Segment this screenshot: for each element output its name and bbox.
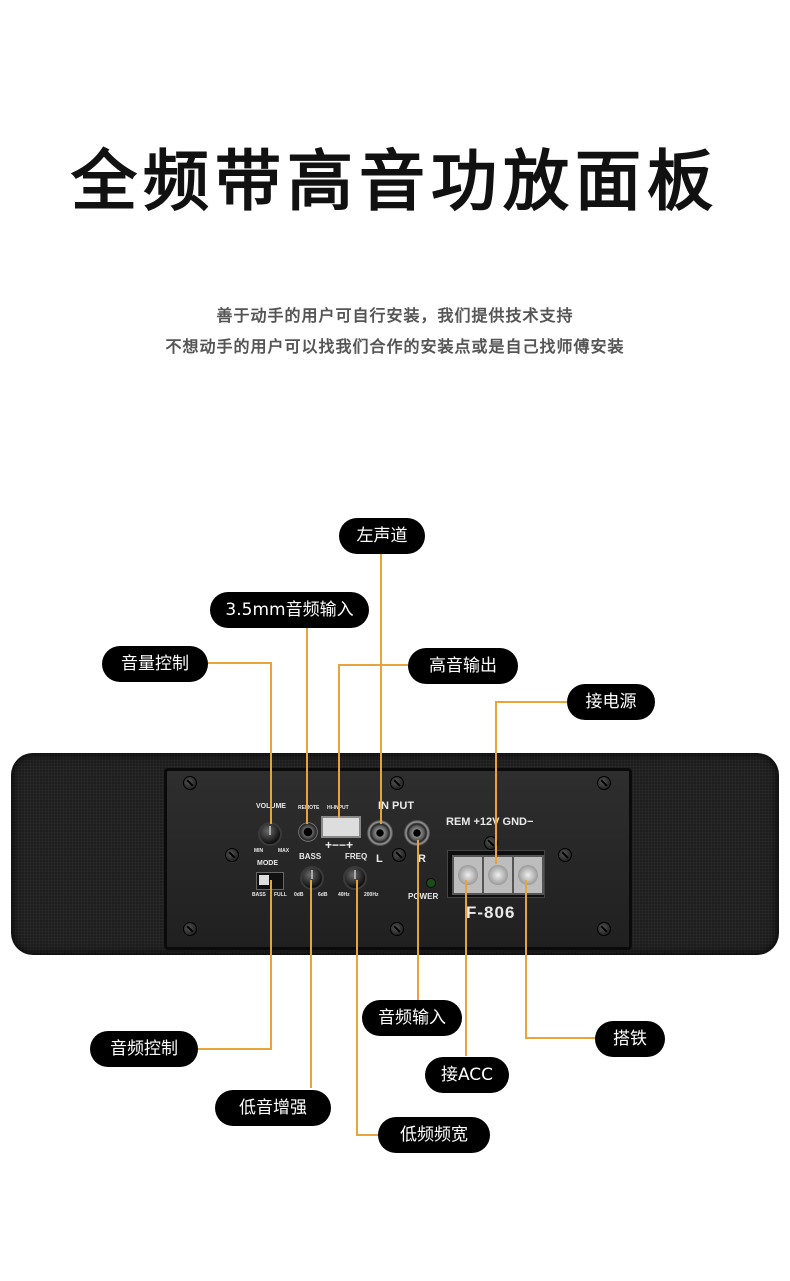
leader-line [206, 662, 271, 664]
callout-acc: 接ACC [425, 1057, 509, 1093]
hi-input-connector[interactable] [321, 816, 361, 838]
mode-label: MODE [257, 860, 278, 867]
volume-min-label: MIN [254, 848, 264, 854]
callout-audio-input: 音频输入 [362, 1000, 462, 1036]
callout-bass-bandwidth: 低频频宽 [378, 1117, 490, 1153]
screw-icon [183, 776, 197, 790]
bass-boost-knob[interactable] [300, 866, 324, 890]
leader-line [525, 880, 527, 1039]
leader-line [356, 880, 358, 1136]
screw-icon [390, 922, 404, 936]
leader-line [338, 664, 340, 818]
volume-knob[interactable] [258, 822, 282, 846]
freq-label: FREQ [345, 852, 368, 861]
leader-line [495, 701, 497, 864]
freq-max-label: 200Hz [364, 892, 379, 898]
aux-input-jack[interactable] [298, 822, 318, 842]
screw-icon [558, 848, 572, 862]
leader-line [356, 1134, 380, 1136]
power-terminal[interactable] [482, 855, 514, 895]
mode-bass-label: BASS [252, 892, 266, 898]
rem-terminal[interactable] [452, 855, 484, 895]
leader-line [310, 880, 312, 1088]
leader-line [417, 840, 419, 1000]
screw-icon [225, 848, 239, 862]
ground-terminal[interactable] [512, 855, 544, 895]
screw-icon [390, 776, 404, 790]
right-channel-label: R [418, 853, 426, 865]
screw-icon [484, 836, 498, 850]
callout-bass-boost: 低音增强 [215, 1090, 331, 1126]
polarity-label: +−−+ [325, 838, 354, 852]
bass-min-label: 0dB [294, 892, 304, 898]
rca-left-input[interactable] [367, 820, 393, 846]
leader-line [525, 1037, 597, 1039]
left-channel-label: L [376, 853, 383, 865]
callout-audio-control: 音频控制 [90, 1031, 198, 1067]
callout-ground: 搭铁 [595, 1021, 665, 1057]
volume-max-label: MAX [278, 848, 290, 854]
screw-icon [597, 776, 611, 790]
callout-volume-control: 音量控制 [102, 646, 208, 682]
callout-aux-input: 3.5mm音频输入 [210, 592, 369, 628]
subtitle-line-1: 善于动手的用户可自行安装，我们提供技术支持 [216, 306, 574, 325]
leader-line [270, 662, 272, 824]
amplifier-panel [164, 768, 632, 950]
power-label: POWER [408, 892, 439, 901]
model-label: F-806 [466, 903, 516, 922]
mode-full-label: FULL [274, 892, 287, 898]
leader-line [380, 552, 382, 824]
freq-min-label: 40Hz [338, 892, 350, 898]
bass-label: BASS [299, 852, 322, 861]
leader-line [270, 880, 272, 1050]
callout-treble-output: 高音输出 [408, 648, 518, 684]
screw-icon [597, 922, 611, 936]
leader-line [306, 628, 308, 824]
screw-icon [392, 848, 406, 862]
power-led [426, 878, 436, 888]
terminals-label: REM +12V GND− [446, 816, 534, 828]
screw-icon [183, 922, 197, 936]
remote-label: REMOTE [298, 805, 320, 811]
leader-line [196, 1048, 272, 1050]
freq-knob[interactable] [343, 866, 367, 890]
leader-line [338, 664, 408, 666]
bass-max-label: 6dB [318, 892, 328, 898]
leader-line [465, 880, 467, 1056]
leader-line [495, 701, 569, 703]
callout-power: 接电源 [567, 684, 655, 720]
page-title: 全频带高音功放面板 [71, 142, 719, 220]
callout-left-channel: 左声道 [339, 518, 425, 554]
input-label: IN PUT [378, 800, 415, 812]
subtitle-line-2: 不想动手的用户可以找我们合作的安装点或是自己找师傅安装 [165, 337, 625, 356]
